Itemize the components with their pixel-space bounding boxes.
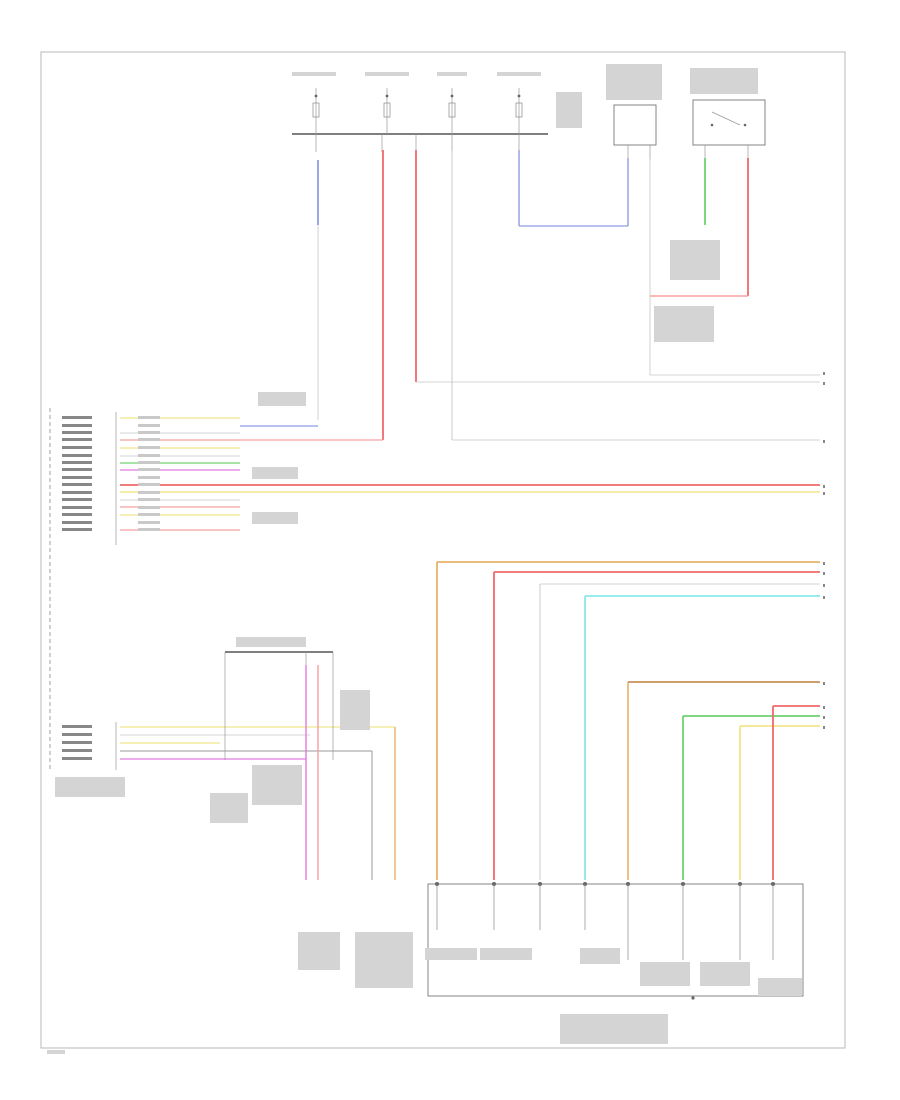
fuse-block <box>292 88 548 152</box>
diagram-frame <box>40 51 846 1049</box>
fuse-1 <box>312 88 320 134</box>
transmission-range-module <box>427 882 804 1000</box>
wire-red-2 <box>415 150 820 383</box>
faint-labels <box>47 64 802 1054</box>
wire-yellow-tcm <box>739 725 820 880</box>
fuse-3 <box>448 88 456 134</box>
ecm-connector <box>49 408 820 770</box>
wire-red-1 <box>120 150 384 441</box>
wire-cyan-tcm <box>584 595 820 880</box>
wire-red-switch <box>649 158 820 376</box>
relay-box <box>613 104 657 160</box>
wire-green-tcm <box>682 715 820 880</box>
wire-brown-tcm <box>627 681 820 880</box>
wire-gray-tcm <box>539 583 820 880</box>
wire-blue-relay <box>518 150 629 227</box>
fuse-2 <box>383 88 391 134</box>
switch-box <box>692 99 766 160</box>
sensor-wire-right <box>371 727 396 880</box>
wire-red-tcm <box>493 571 820 880</box>
off-page-markers <box>823 372 825 729</box>
wire-blue-top <box>240 160 319 427</box>
speed-sensor <box>224 651 334 880</box>
wire-orange-tcm <box>436 561 820 880</box>
wire-red-tcm-2 <box>772 705 820 880</box>
wire-gray-1 <box>451 150 820 441</box>
fuse-4 <box>515 88 523 134</box>
